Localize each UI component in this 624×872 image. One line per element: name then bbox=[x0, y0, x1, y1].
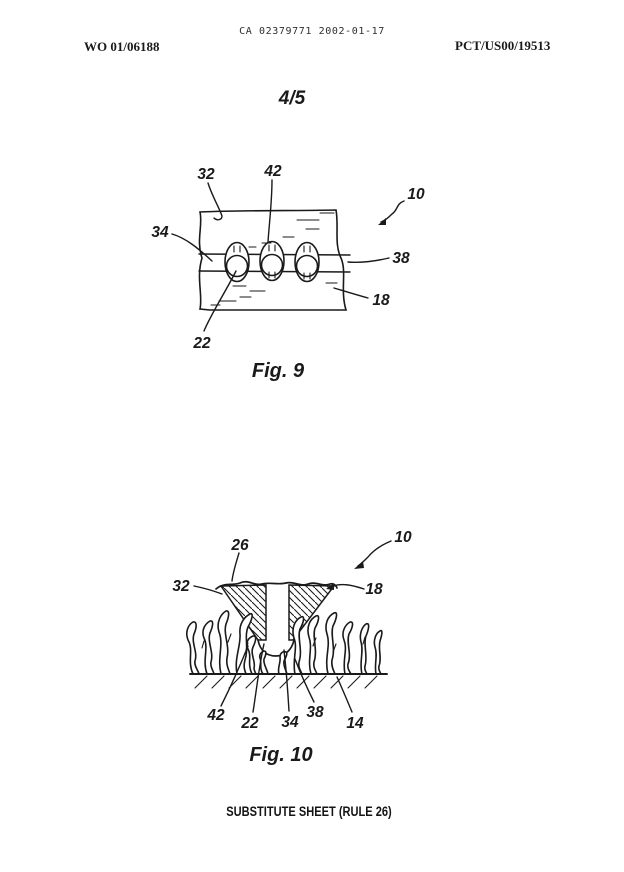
cone-top-wavy-edge bbox=[215, 580, 338, 590]
strand bbox=[186, 621, 201, 675]
cone-tip-bowl bbox=[257, 639, 295, 657]
suture-core bbox=[260, 253, 284, 277]
ref-label-10: 10 bbox=[407, 186, 425, 203]
figure10-caption: Fig. 10 bbox=[249, 744, 312, 766]
ref-label-34: 34 bbox=[151, 224, 169, 241]
leader-32 bbox=[193, 585, 223, 595]
leader-22 bbox=[252, 643, 265, 713]
ref-label-38: 38 bbox=[392, 250, 410, 267]
leader-34 bbox=[283, 649, 290, 712]
application-number: PCT/US00/19513 bbox=[455, 38, 551, 53]
sheet-number: 4/5 bbox=[278, 88, 306, 109]
tissue-strands bbox=[186, 610, 383, 675]
strand bbox=[235, 612, 253, 675]
arrowhead-10 bbox=[378, 218, 386, 225]
leader-34 bbox=[171, 233, 213, 262]
ref-label-18: 18 bbox=[365, 581, 383, 598]
loop-tick-marks bbox=[233, 244, 311, 280]
leader-42 bbox=[220, 645, 249, 707]
leader-22 bbox=[203, 270, 237, 332]
figure9-caption: Fig. 9 bbox=[252, 360, 305, 382]
arrowhead-18 bbox=[326, 583, 334, 590]
leader-26 bbox=[231, 552, 240, 582]
strand bbox=[246, 635, 258, 675]
ref-label-42: 42 bbox=[263, 163, 282, 180]
leader-38 bbox=[347, 257, 390, 263]
ground-hatch bbox=[194, 675, 378, 689]
strand bbox=[342, 621, 354, 675]
figure-10: 26 10 32 18 42 22 34 38 14 Fig. 10 bbox=[172, 529, 412, 766]
publication-number: WO 01/06188 bbox=[84, 39, 160, 54]
suture-core bbox=[295, 254, 319, 278]
figure-9: 32 42 10 34 38 18 22 Fig. 9 bbox=[151, 163, 425, 382]
strand bbox=[373, 629, 383, 675]
ref-label-32: 32 bbox=[172, 578, 190, 595]
leader-arrow-10 bbox=[380, 200, 405, 223]
ref-label-10: 10 bbox=[394, 529, 412, 546]
strand bbox=[217, 610, 232, 675]
ref-label-14: 14 bbox=[346, 715, 364, 732]
ref-label-22: 22 bbox=[192, 335, 211, 352]
ref-label-38: 38 bbox=[306, 704, 324, 721]
scan-stamp: CA 02379771 2002-01-17 bbox=[239, 26, 385, 37]
strand bbox=[359, 622, 370, 675]
leader-14 bbox=[336, 676, 353, 713]
leader-32 bbox=[207, 182, 223, 221]
suture-loops bbox=[224, 240, 320, 283]
ref-label-18: 18 bbox=[372, 292, 390, 309]
substitute-sheet-notice: SUBSTITUTE SHEET (RULE 26) bbox=[226, 804, 392, 819]
arrowhead-10 bbox=[354, 561, 364, 569]
strand bbox=[325, 611, 338, 675]
slab-shading-dashes bbox=[210, 212, 338, 306]
leader-42 bbox=[267, 179, 273, 243]
leader-18 bbox=[333, 287, 369, 299]
ref-label-42: 42 bbox=[206, 707, 225, 724]
ref-label-26: 26 bbox=[230, 537, 249, 554]
leader-18 bbox=[332, 583, 365, 590]
ref-label-34: 34 bbox=[281, 714, 299, 731]
ref-label-32: 32 bbox=[197, 166, 215, 183]
suture-core bbox=[225, 254, 249, 278]
ref-label-22: 22 bbox=[240, 715, 259, 732]
leader-38 bbox=[294, 658, 315, 703]
strand bbox=[202, 620, 216, 675]
